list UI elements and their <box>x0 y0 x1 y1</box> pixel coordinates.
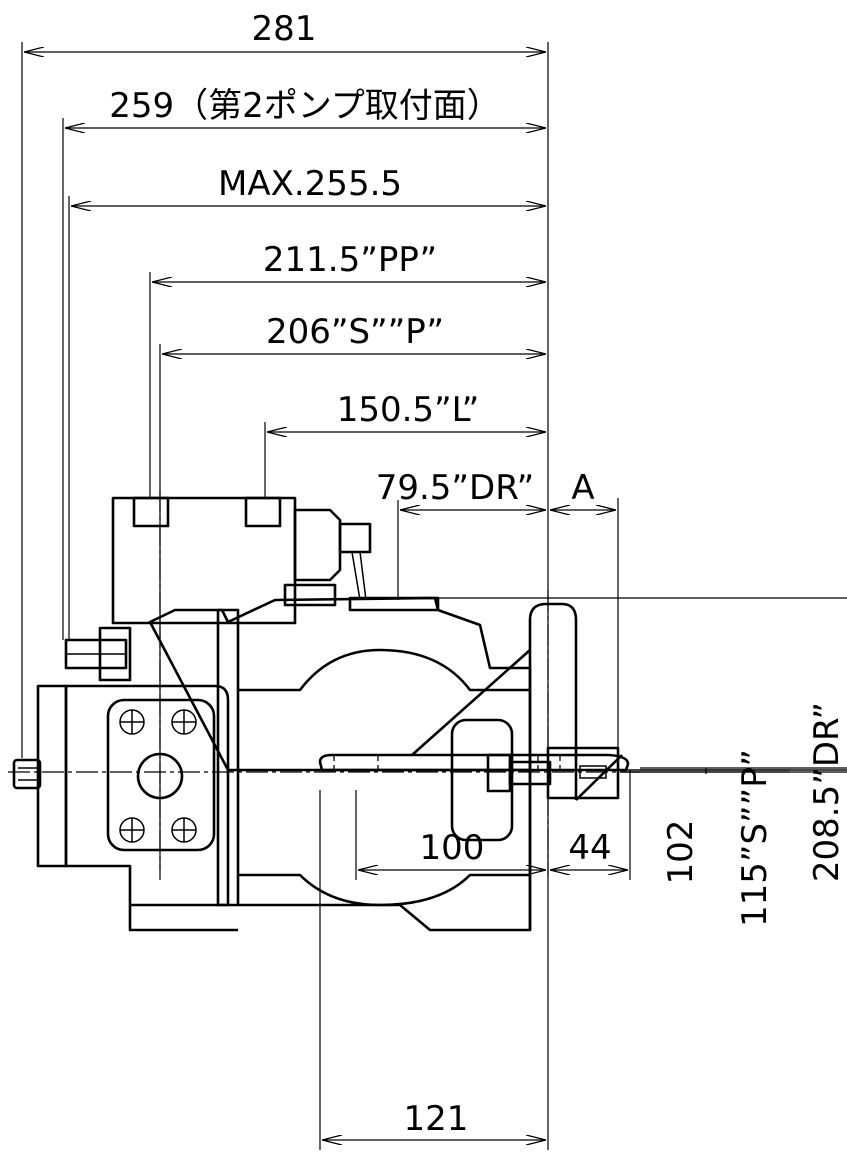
pump-body <box>12 496 620 932</box>
dim-text-259: 259（第2ポンプ取付面） <box>109 86 501 126</box>
foot-bolt-holes <box>333 755 561 770</box>
dim-text-211-5-pp: 211.5”PP” <box>263 240 437 280</box>
dim-text-102: 102 <box>661 820 701 885</box>
foot-gusset <box>411 649 531 756</box>
center-lines <box>8 490 640 880</box>
dim-text-121: 121 <box>404 1099 469 1139</box>
dim-text-79-5-dr: 79.5”DR” <box>376 468 535 508</box>
foot-base-plate <box>318 753 630 772</box>
foot-gusset-right <box>575 754 623 801</box>
dim-text-max-255-5: MAX.255.5 <box>218 164 402 204</box>
dim-text-100: 100 <box>420 828 485 868</box>
dim-text-115-s-p: 115”S””P” <box>735 749 775 927</box>
horizontal-dimensions <box>21 42 631 1150</box>
dim-text-208-5-dr: 208.5”DR” <box>807 702 847 882</box>
dim-text-206-s-p: 206”S””P” <box>266 312 444 352</box>
dim-text-a: A <box>571 468 594 508</box>
dim-text-44: 44 <box>568 828 611 868</box>
dim-text-150-5-l: 150.5”L” <box>337 390 480 430</box>
height-dim-lines <box>640 767 847 769</box>
dim-text-281: 281 <box>252 9 317 49</box>
